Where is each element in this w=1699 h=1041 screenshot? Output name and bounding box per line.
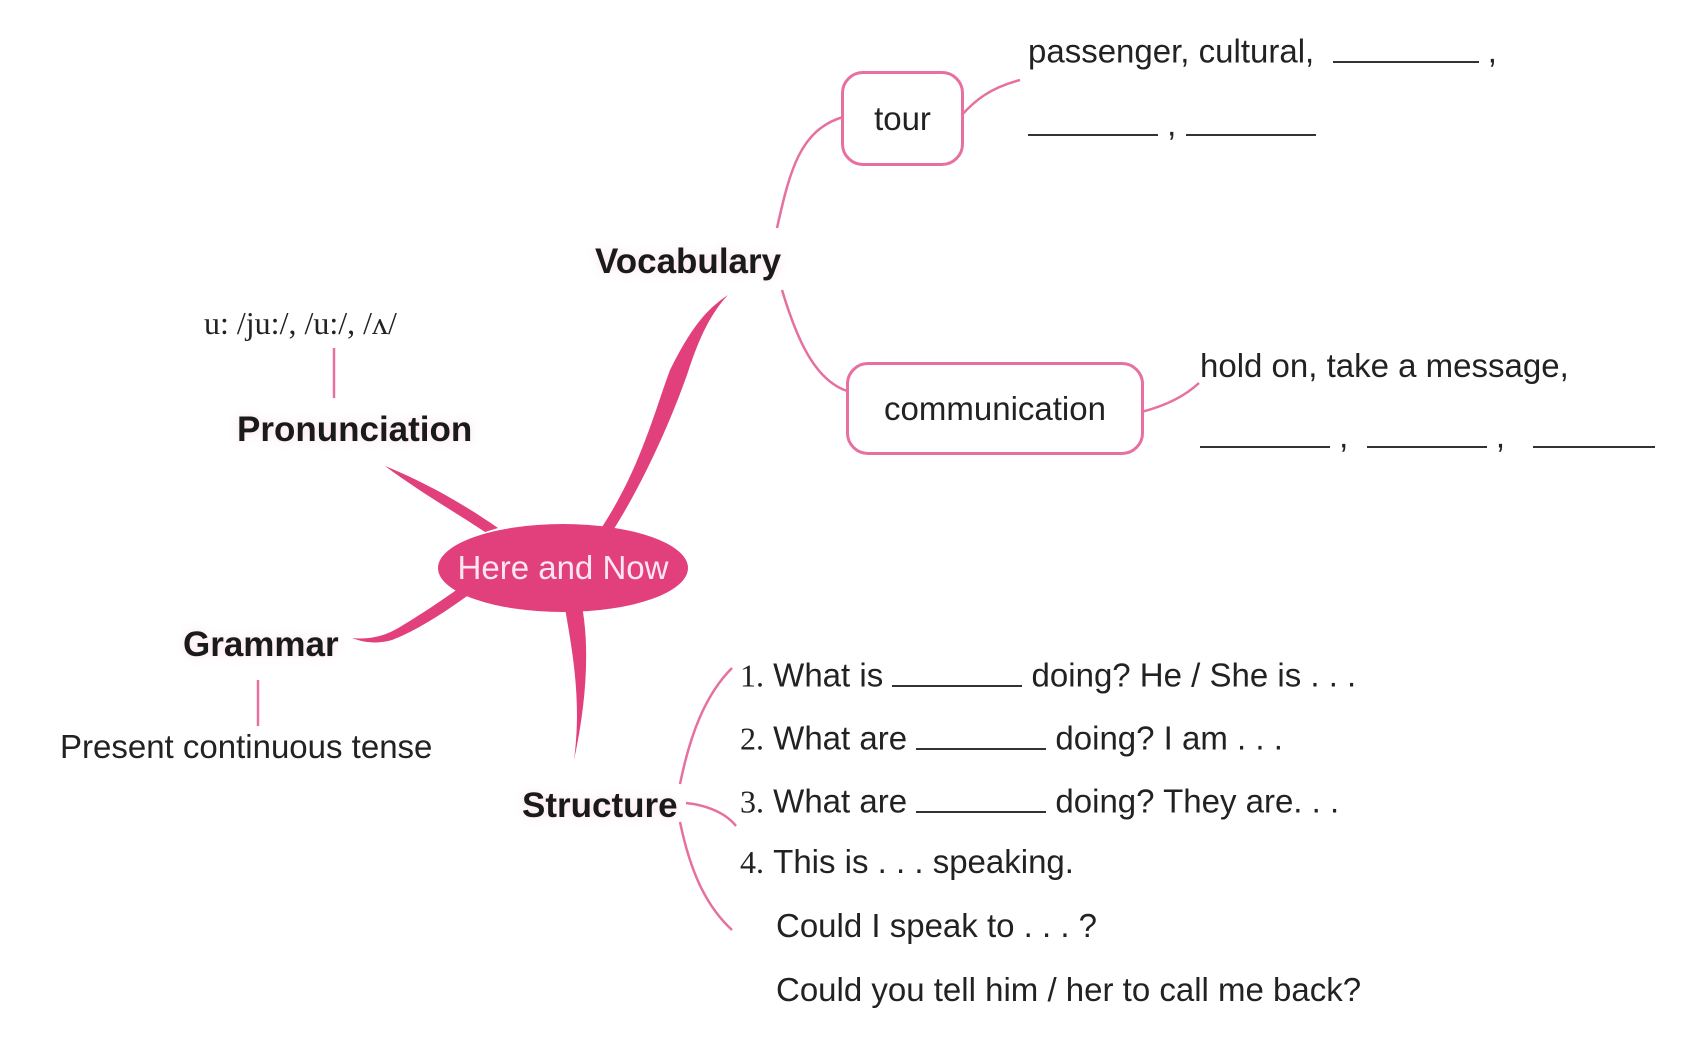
branch-pronunciation [385,466,498,532]
structure-item-4-text: This is . . . speaking. [773,843,1074,880]
pronunciation-label: Pronunciation [237,410,473,449]
structure-item-3-after: doing? They are. . . [1055,782,1340,820]
tour-word-2: cultural [1198,32,1306,70]
center-label: Here and Now [457,549,669,586]
structure-item-1-blank[interactable] [892,655,1023,687]
link-vocab-communication [780,289,848,393]
communication-separator: , [1339,417,1349,455]
branch-vocabulary [600,295,728,532]
grammar-label: Grammar [183,625,339,664]
link-structure-mid [685,801,737,827]
tour-separator: , [1180,32,1190,70]
communication-blank-3[interactable] [1532,416,1655,448]
structure-item-2-after: doing? I am . . . [1055,719,1283,757]
tour-words-line-1: passenger, cultural, , [1028,31,1497,68]
communication-separator: , [1495,417,1506,455]
link-vocab-tour [775,115,844,229]
tour-separator: , [1167,105,1177,143]
branch-structure [565,606,587,760]
tour-word-1: passenger [1028,32,1181,70]
communication-phrases-line-1: hold on, take a message, [1200,349,1569,382]
tour-box: tour [841,71,964,166]
structure-item-1-before: What is [773,656,884,694]
link-structure-down [678,821,733,931]
structure-item-3: 3. What are doing? They are. . . [740,781,1339,818]
structure-label: Structure [522,786,678,825]
link-communication-phrases [1140,382,1200,414]
structure-item-3-number: 3. [740,783,764,820]
structure-item-3-before: What are [773,782,908,820]
structure-item-4: 4. This is . . . speaking. [740,845,1074,878]
tour-blank-1[interactable] [1332,31,1479,63]
structure-extra-1: Could I speak to . . . ? [776,907,1098,944]
grammar-text: Present continuous tense [60,728,433,765]
vocabulary-label: Vocabulary [595,242,782,281]
link-tour-words [959,78,1021,118]
communication-trailing: , [1559,347,1569,384]
structure-item-1-after: doing? He / She is . . . [1031,656,1357,694]
structure-item-2: 2. What are doing? I am . . . [740,718,1283,755]
phrase-2: take a message [1326,347,1560,384]
communication-separator: , [1308,347,1318,384]
tour-separator: , [1305,32,1315,70]
branch-grammar [352,586,470,643]
pronunciation-text: u: /ju:/, /u:/, /ʌ/ [204,305,397,341]
tour-blank-2[interactable] [1028,104,1158,136]
center-node: Here and Now [438,524,688,612]
structure-extra-2: Could you tell him / her to call me back… [776,971,1362,1008]
structure-item-4-number: 4. [740,844,764,880]
structure-item-3-blank[interactable] [916,781,1047,813]
link-structure-up [678,667,733,785]
structure-item-2-before: What are [773,719,908,757]
communication-blank-1[interactable] [1200,416,1330,448]
tour-trailing: , [1487,32,1497,70]
communication-label: communication [884,389,1106,427]
tour-label: tour [874,99,931,137]
tour-words-line-2: , [1028,104,1316,141]
communication-phrases-line-2: , , [1200,416,1655,453]
structure-item-2-blank[interactable] [916,718,1047,750]
phrase-1: hold on [1200,347,1309,384]
communication-box: communication [846,362,1144,455]
structure-item-1: 1. What is doing? He / She is . . . [740,655,1356,692]
tour-blank-3[interactable] [1185,104,1316,136]
structure-item-2-number: 2. [740,720,764,757]
communication-blank-2[interactable] [1366,416,1487,448]
structure-item-1-number: 1. [740,657,764,694]
